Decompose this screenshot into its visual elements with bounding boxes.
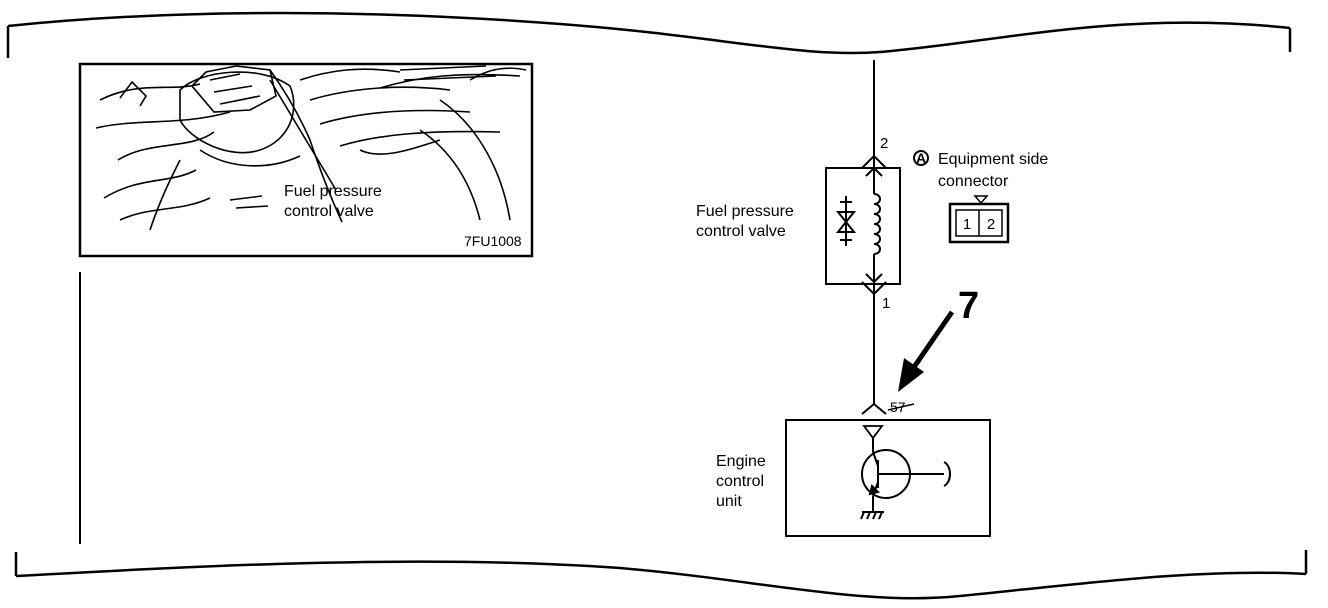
- ecu-box: [785, 419, 991, 537]
- connector-pin-2: 2: [987, 216, 995, 233]
- photo-illustration: Fuel pressure control valve 7FU1008: [78, 62, 534, 258]
- connector-marker: A: [916, 150, 926, 166]
- connector-key-icon: [973, 195, 989, 205]
- connector-label-line1: Equipment side: [938, 151, 1048, 168]
- valve-label-line1: Fuel pressure: [696, 203, 794, 220]
- valve-bottom-terminal-inner: [865, 273, 883, 284]
- engine-bay-sketch: [95, 65, 527, 231]
- wiring-diagram: 2 Fuel pressure control valve 1 A: [696, 60, 1048, 537]
- solenoid-coil: [873, 193, 881, 255]
- connector-marker-circle: [913, 150, 929, 166]
- connector-pin-1: 1: [963, 216, 971, 233]
- pin-top-number: 2: [880, 135, 888, 152]
- transistor-icon: [861, 449, 951, 512]
- photo-frame: [78, 62, 534, 258]
- valve-symbol-icon: [835, 196, 857, 246]
- valve-housing: [825, 167, 901, 285]
- pin-bottom-number: 1: [882, 295, 890, 312]
- frame-top-wave: [7, 11, 1291, 55]
- valve-label-line2: control valve: [696, 223, 786, 240]
- ecu-label-line1: Engine: [716, 453, 766, 470]
- fuel-pressure-control-valve: [825, 154, 901, 296]
- ecu-label-line3: unit: [716, 493, 742, 510]
- connector-label-line2: connector: [938, 173, 1009, 190]
- ecu-terminal-strike: [887, 403, 915, 411]
- ground-icon: [860, 511, 884, 520]
- ecu-label-line2: control: [716, 473, 764, 490]
- frame-bottom-wave: [15, 560, 1307, 600]
- ecu-input-marker-icon: [862, 425, 884, 440]
- equipment-side-connector: A Equipment side connector 1 2: [913, 150, 1048, 244]
- callout-arrowhead-icon: [898, 358, 924, 392]
- callout-7: 7: [898, 285, 979, 392]
- photo-leader-line: [269, 79, 337, 191]
- photo-label-line2: control valve: [284, 203, 374, 220]
- page-frame: [6, 11, 1308, 600]
- callout-arrow-shaft: [909, 310, 955, 372]
- ecu-terminal-icon: [861, 402, 887, 415]
- photo-label-line1: Fuel pressure: [284, 183, 382, 200]
- engine-control-unit: [785, 419, 991, 537]
- photo-figure-code: 7FU1008: [464, 233, 522, 249]
- callout-number: 7: [958, 285, 979, 327]
